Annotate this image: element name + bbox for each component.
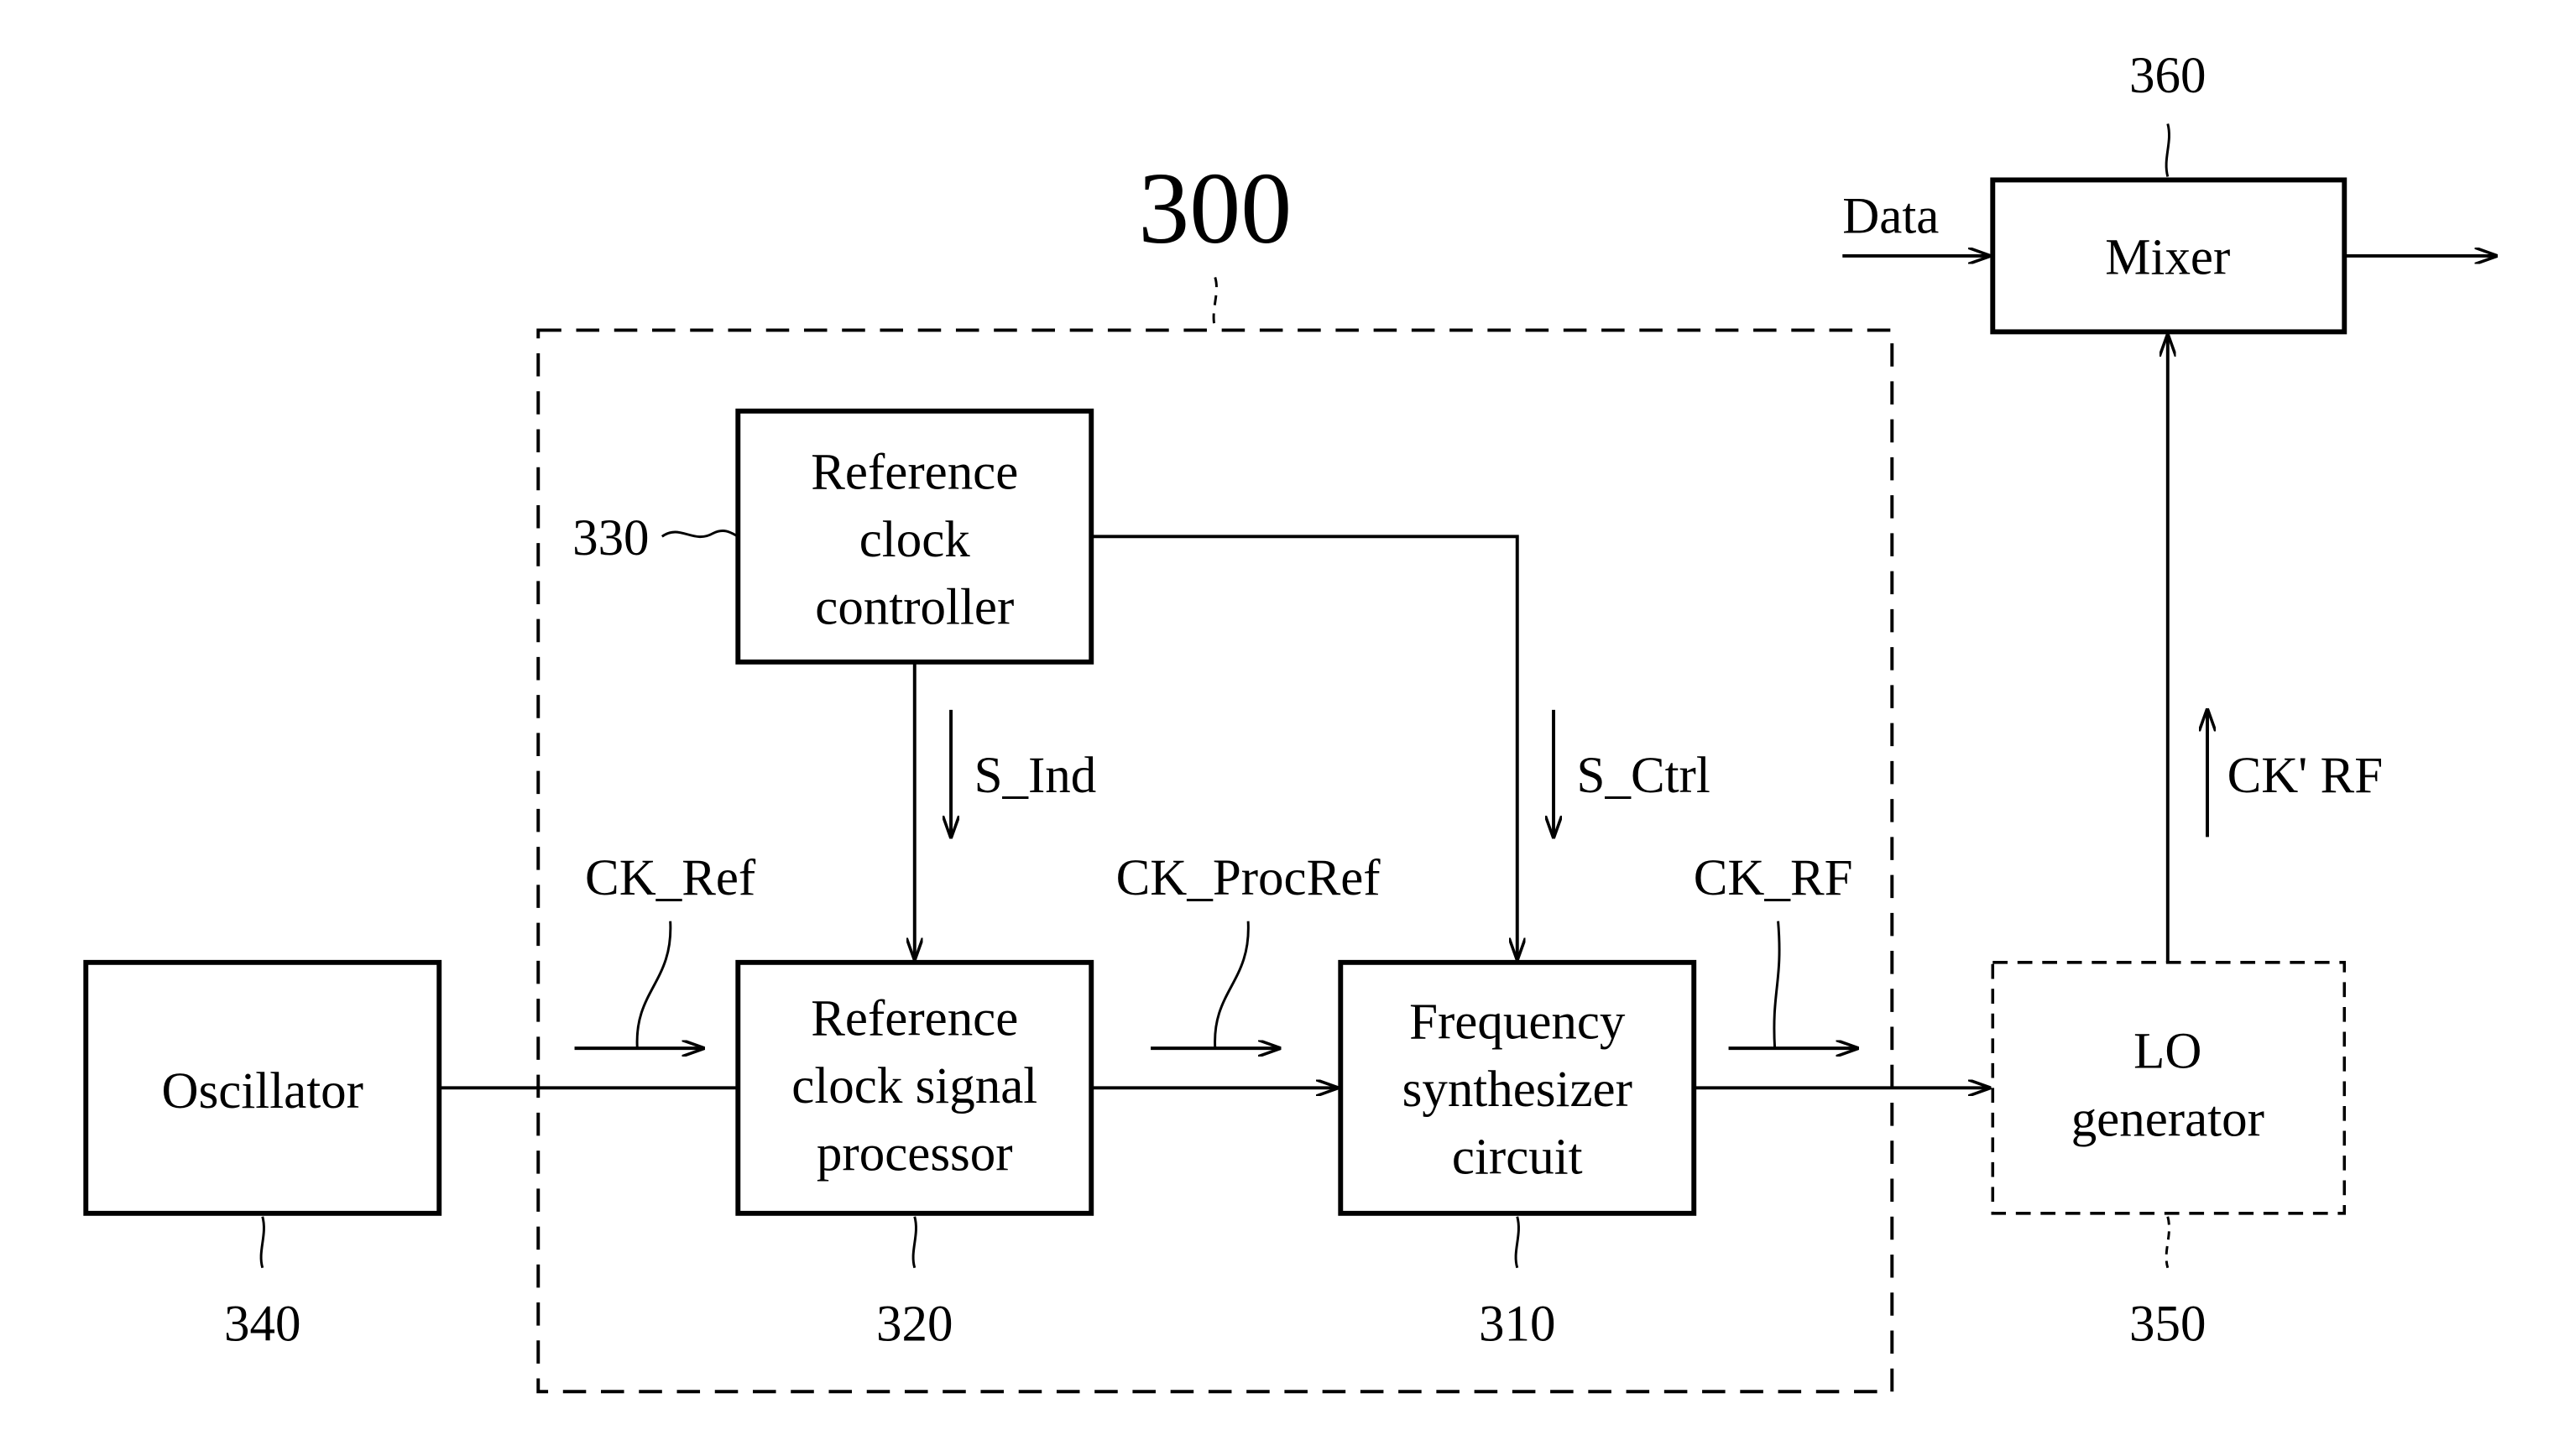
data-input-label: Data (1842, 188, 1939, 244)
ck-prime-rf-label: CK' RF (2227, 748, 2384, 804)
ref-clock-signal-processor-ref-leader (913, 1217, 916, 1268)
frequency-synthesizer-label-2: synthesizer (1402, 1062, 1632, 1118)
ref-clock-signal-processor-label-1: Reference (811, 990, 1018, 1046)
mixer-label: Mixer (2105, 230, 2230, 286)
lo-generator-ref: 350 (2129, 1296, 2206, 1352)
ref-clock-signal-processor-label-2: clock signal (791, 1058, 1037, 1114)
ref-clock-controller-label-2: clock (859, 512, 971, 568)
group-300-leader (1214, 277, 1216, 328)
mixer-ref: 360 (2129, 48, 2206, 104)
lo-generator-label-1: LO (2133, 1024, 2201, 1080)
lo-generator-ref-leader (2166, 1217, 2169, 1268)
frequency-synthesizer-ref-leader (1516, 1217, 1518, 1268)
oscillator-label: Oscillator (162, 1063, 363, 1119)
oscillator-ref: 340 (224, 1296, 300, 1352)
oscillator-ref-leader (261, 1217, 264, 1268)
ck-ref-label: CK_Ref (585, 850, 756, 906)
s-ind-label: S_Ind (974, 748, 1097, 804)
mixer-ref-leader (2166, 124, 2169, 177)
ref-clock-controller-ref-leader (662, 530, 738, 536)
ck-ref-leader (637, 921, 671, 1048)
ref-clock-controller-label-1: Reference (811, 444, 1018, 500)
lo-generator-label-2: generator (2071, 1091, 2264, 1147)
ref-clock-signal-processor-label-3: processor (817, 1126, 1013, 1182)
frequency-synthesizer-label-3: circuit (1452, 1130, 1583, 1186)
ck-rf-label: CK_RF (1694, 850, 1853, 906)
ref-clock-controller-ref: 330 (572, 510, 649, 566)
ref-clock-controller-label-3: controller (815, 580, 1014, 636)
s-ctrl-label: S_Ctrl (1577, 748, 1710, 804)
ck-rf-leader (1774, 921, 1779, 1048)
ck-procref-label: CK_ProcRef (1116, 850, 1381, 906)
group-300-ref: 300 (1138, 152, 1292, 265)
lo-generator-block (1992, 963, 2344, 1213)
frequency-synthesizer-ref: 310 (1479, 1296, 1555, 1352)
frequency-synthesizer-label-1: Frequency (1409, 994, 1626, 1050)
ck-procref-leader (1215, 921, 1249, 1048)
ref-clock-signal-processor-ref: 320 (876, 1296, 953, 1352)
